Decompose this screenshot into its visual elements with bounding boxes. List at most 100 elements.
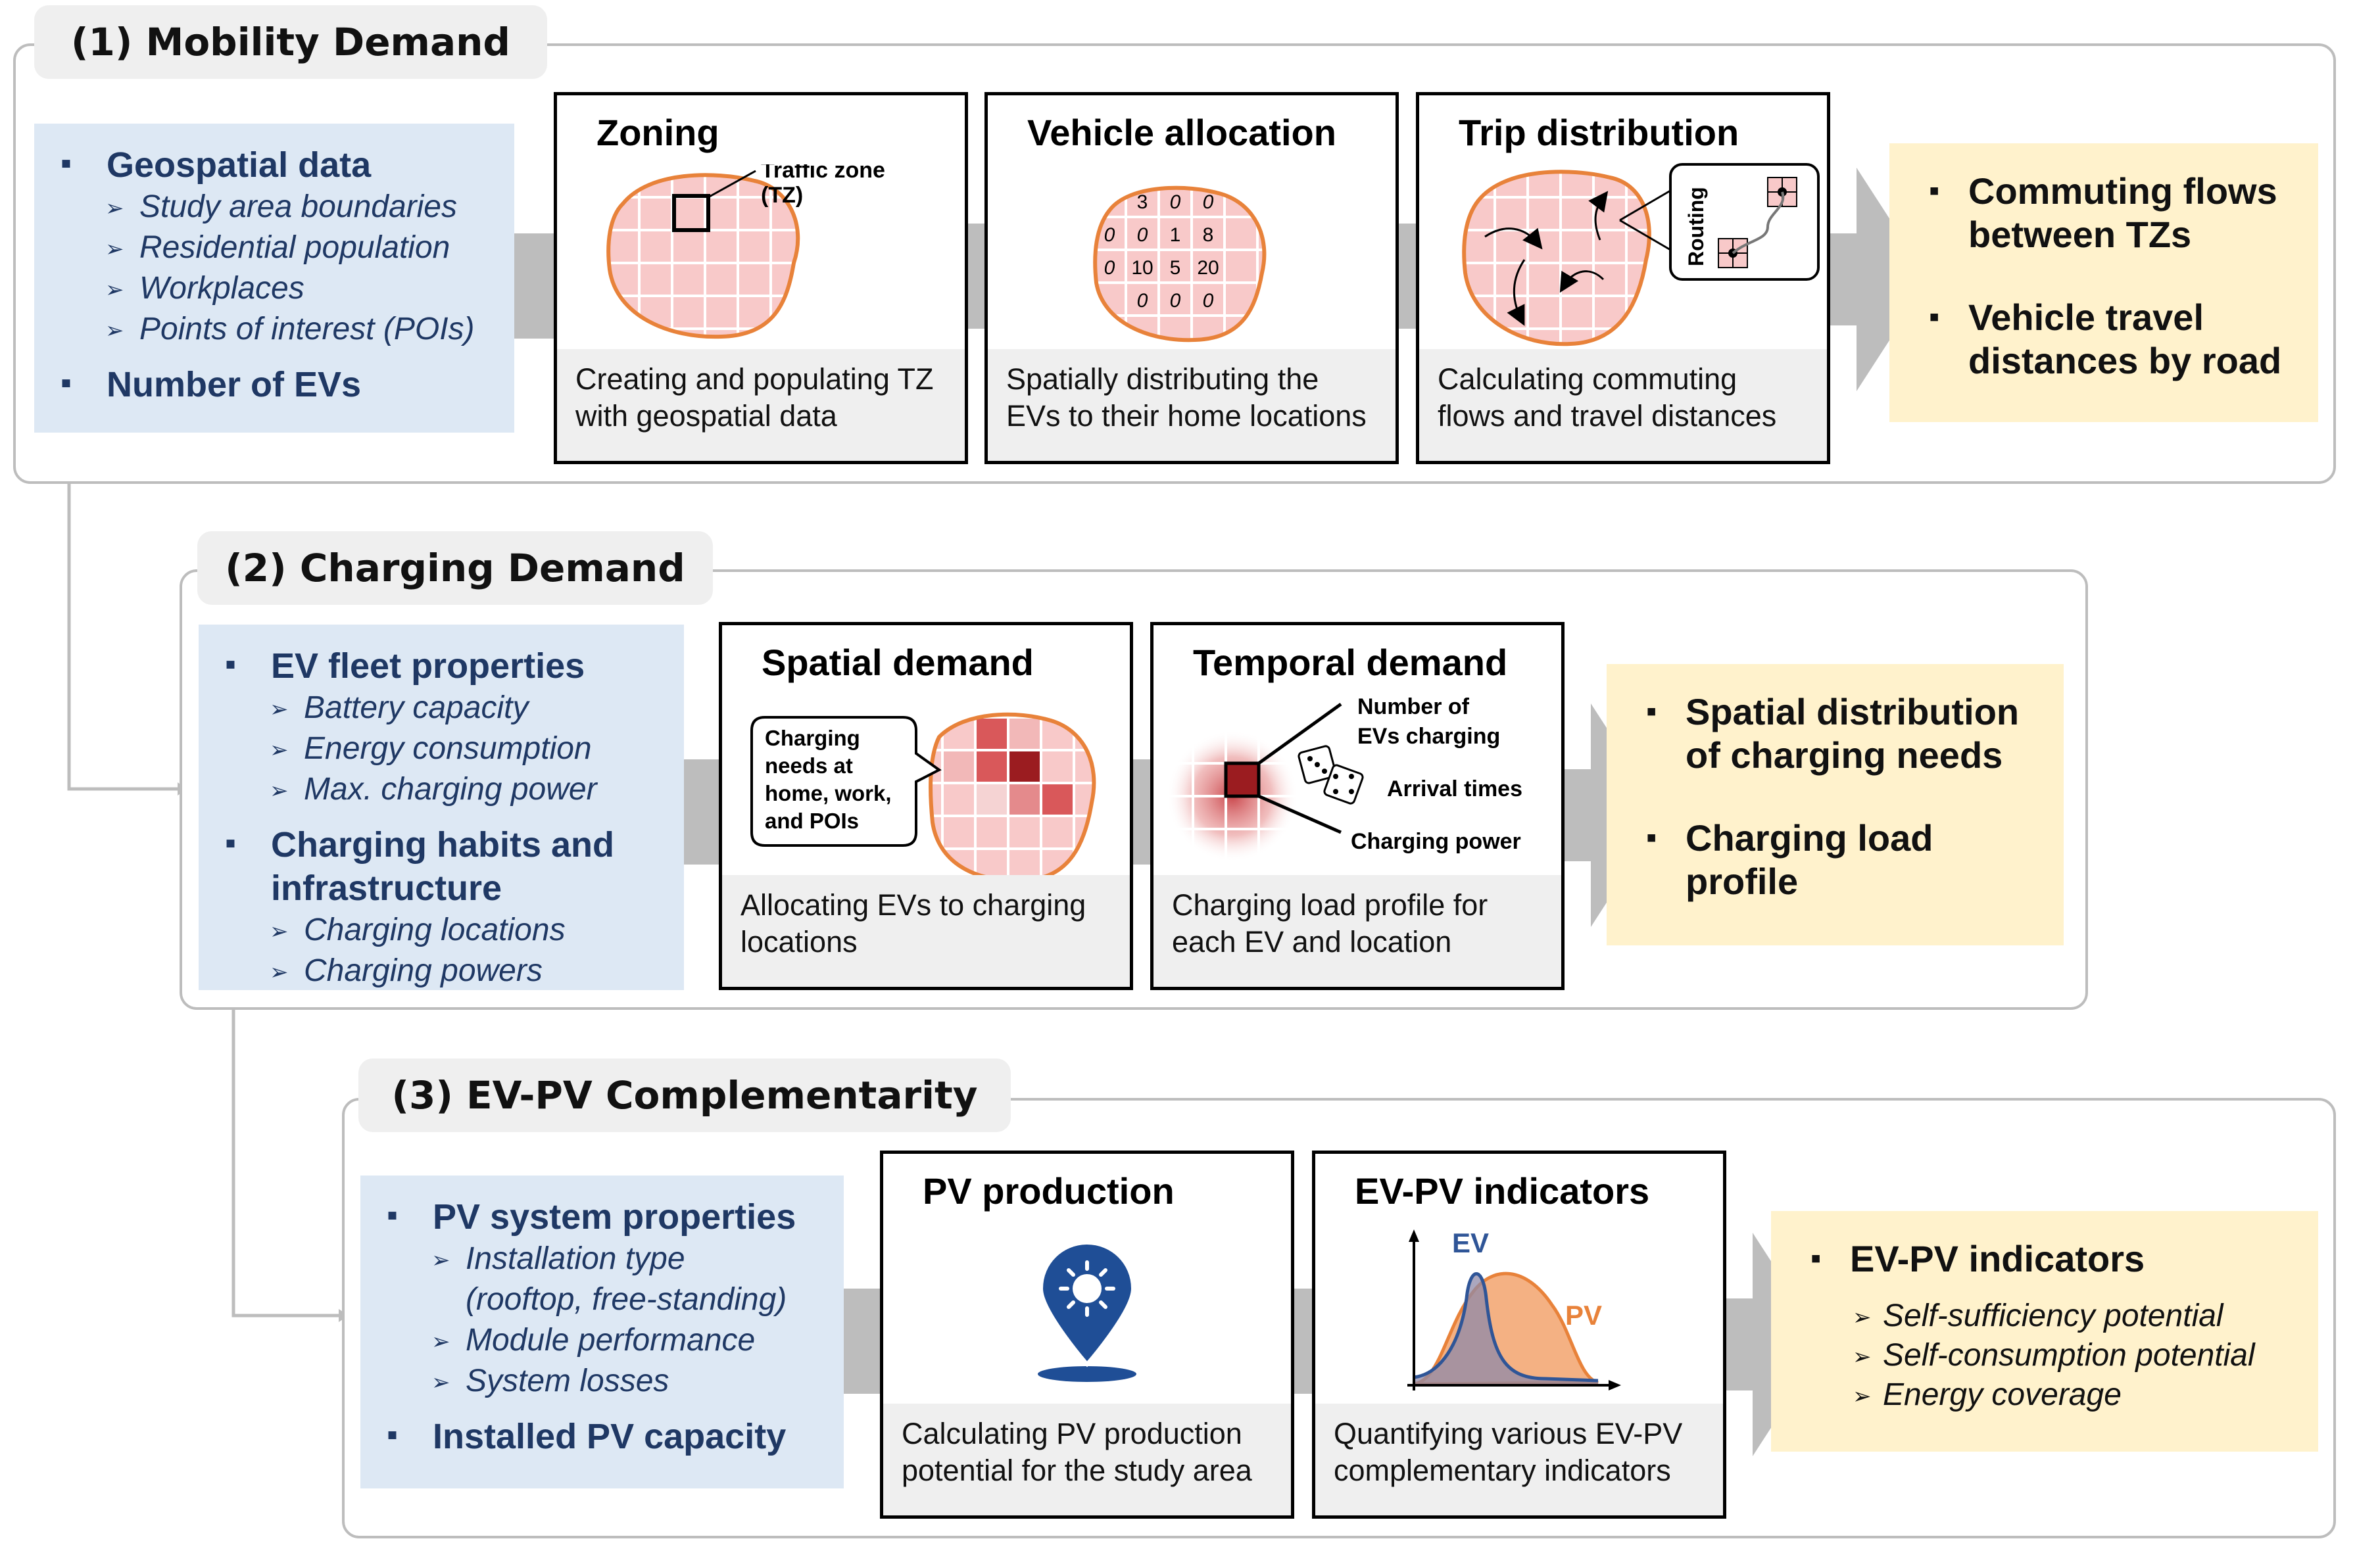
flow-arrow	[1830, 168, 1929, 391]
routing-label: Routing	[1684, 187, 1708, 266]
svg-text:0: 0	[1137, 290, 1148, 312]
input-number-of-evs: Number of EVs	[61, 362, 498, 406]
svg-text:1: 1	[1170, 224, 1181, 246]
input-sub: Charging powers	[225, 951, 668, 993]
allocation-illustration: 3 0 0 0 0 1 8 0 10 5 20 0 0 0	[1093, 185, 1267, 343]
svg-text:0: 0	[1137, 224, 1148, 246]
step-title: Spatial demand	[762, 642, 1034, 683]
svg-text:0: 0	[1170, 191, 1181, 213]
step-title: Zoning	[596, 112, 719, 153]
step-spatial-demand: Spatial demand Charging needs at home, w…	[719, 622, 1133, 990]
input-installed-pv-capacity: Installed PV capacity	[387, 1414, 828, 1458]
output-item: Commuting flows between TZs	[1929, 168, 2298, 256]
output-sub: Self-consumption potential	[1810, 1336, 2298, 1377]
input-sub: Installation type	[387, 1239, 828, 1281]
svg-text:3: 3	[1137, 191, 1148, 213]
spatial-demand-illustration: Charging needs at home, work, and POIs	[750, 712, 1096, 883]
input-charging-habits: Charging habits and infrastructure	[225, 822, 668, 910]
section-2-inputs: EV fleet properties Battery capacity Ene…	[199, 625, 684, 993]
svg-text:Arrival times: Arrival times	[1387, 776, 1522, 801]
svg-text:Charging: Charging	[765, 726, 860, 750]
step-description: Spatially distributing the EVs to their …	[988, 349, 1396, 461]
section-1-title: (1) Mobility Demand	[34, 5, 547, 79]
step-vehicle-allocation: Vehicle allocation 3 0 0 0 0 1 8 0 10 5 …	[984, 92, 1399, 464]
connector-strip	[844, 1289, 883, 1394]
step-title: Temporal demand	[1193, 642, 1508, 683]
connector-strip	[684, 759, 722, 865]
svg-text:EVs charging: EVs charging	[1357, 724, 1500, 749]
connector-strip	[1396, 224, 1416, 329]
pv-curve-label: PV	[1565, 1300, 1602, 1331]
section-3-title: (3) EV-PV Complementarity	[358, 1058, 1011, 1132]
input-sub: Battery capacity	[225, 688, 668, 730]
section-1-inputs: Geospatial data Study area boundaries Re…	[34, 124, 514, 433]
temporal-demand-illustration: Number of EVs charging Arrival times Cha…	[1167, 694, 1522, 862]
step-title: PV production	[923, 1170, 1175, 1212]
input-sub: Charging locations	[225, 910, 668, 952]
svg-text:0: 0	[1203, 191, 1214, 213]
step-temporal-demand: Temporal demand Number of EVs charging A…	[1150, 622, 1565, 990]
step-title: EV-PV indicators	[1355, 1170, 1650, 1212]
section-3-outputs: EV-PV indicators Self-sufficiency potent…	[1771, 1211, 2318, 1452]
step-description: Allocating EVs to charging locations	[722, 875, 1130, 987]
input-geospatial-data: Geospatial data	[61, 142, 498, 187]
step-title: Vehicle allocation	[1027, 112, 1336, 153]
step-pv-production: PV production Calculating PV production …	[880, 1151, 1294, 1519]
svg-text:and POIs: and POIs	[765, 809, 859, 833]
svg-text:Charging power: Charging power	[1351, 829, 1521, 854]
step-description: Calculating commuting flows and travel d…	[1419, 349, 1827, 461]
connector-strip	[514, 233, 556, 339]
ev-pv-curve-illustration: EV PV	[1407, 1227, 1621, 1390]
step-description: Quantifying various EV-PV complementary …	[1315, 1404, 1723, 1515]
output-item: Charging load profile	[1646, 815, 2044, 903]
pv-location-icon	[1038, 1240, 1136, 1382]
svg-text:needs at: needs at	[765, 753, 853, 778]
traffic-zone-highlight	[672, 194, 710, 232]
input-pv-system-properties: PV system properties	[387, 1194, 828, 1239]
svg-text:10: 10	[1131, 257, 1153, 279]
section-1-outputs: Commuting flows between TZs Vehicle trav…	[1889, 143, 2318, 422]
tz-label-2: (TZ)	[761, 183, 803, 208]
trip-illustration: Routing	[1462, 163, 1820, 346]
tz-label-1: Traffic zone	[761, 164, 885, 183]
input-sub: System losses	[387, 1361, 828, 1403]
input-sub: Module performance	[387, 1320, 828, 1362]
step-ev-pv-indicators: EV-PV indicators EV PV Quantifying vario…	[1312, 1151, 1726, 1519]
step-zoning: Zoning Traffic zone (TZ) Creating and po…	[554, 92, 968, 464]
svg-text:0: 0	[1104, 224, 1115, 246]
connector-strip	[1130, 759, 1153, 865]
svg-text:0: 0	[1203, 290, 1214, 312]
output-sub: Energy coverage	[1810, 1375, 2298, 1416]
step-title: Trip distribution	[1459, 112, 1739, 153]
input-ev-fleet-properties: EV fleet properties	[225, 643, 668, 688]
svg-text:20: 20	[1197, 257, 1219, 279]
input-sub: Workplaces	[61, 268, 498, 310]
ev-curve-label: EV	[1452, 1227, 1489, 1258]
output-item: Spatial distribution of charging needs	[1646, 689, 2044, 777]
svg-text:0: 0	[1170, 290, 1181, 312]
connector-strip	[1291, 1289, 1315, 1394]
input-sub: (rooftop, free-standing)	[466, 1282, 787, 1317]
svg-text:Number of: Number of	[1357, 694, 1470, 719]
svg-text:5: 5	[1170, 257, 1181, 279]
step-description: Calculating PV production potential for …	[883, 1404, 1291, 1515]
svg-text:8: 8	[1203, 224, 1214, 246]
step-description: Creating and populating TZ with geospati…	[557, 349, 965, 461]
input-sub: Residential population	[61, 227, 498, 270]
svg-text:0: 0	[1104, 257, 1115, 279]
section-2-outputs: Spatial distribution of charging needs C…	[1607, 664, 2064, 945]
section-connector	[67, 483, 187, 796]
zoning-illustration: Traffic zone (TZ)	[606, 164, 885, 339]
step-description: Charging load profile for each EV and lo…	[1153, 875, 1561, 987]
section-connector	[231, 1009, 349, 1322]
output-item: Vehicle travel distances by road	[1929, 295, 2298, 383]
output-sub: Self-sufficiency potential	[1810, 1296, 2298, 1337]
input-sub: Max. charging power	[225, 769, 668, 811]
section-2-title: (2) Charging Demand	[197, 531, 713, 605]
output-item: EV-PV indicators	[1810, 1236, 2298, 1281]
step-trip-distribution: Trip distribution Routing Calculating co…	[1416, 92, 1830, 464]
svg-text:home, work,: home, work,	[765, 781, 892, 805]
input-sub: Energy consumption	[225, 728, 668, 771]
input-sub: Points of interest (POIs)	[61, 309, 498, 351]
section-3-inputs: PV system properties Installation type (…	[360, 1176, 844, 1488]
